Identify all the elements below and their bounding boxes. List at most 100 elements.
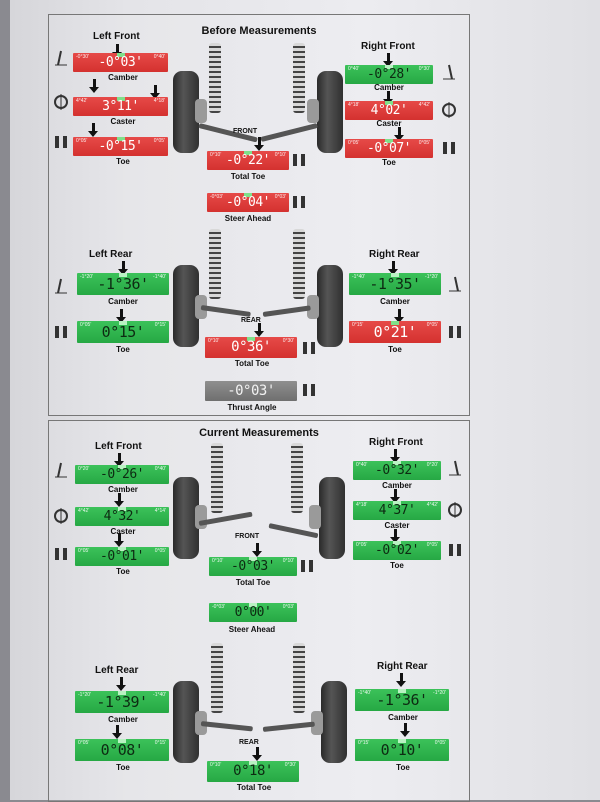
camber-icon — [53, 277, 69, 295]
right-rear-camber-gauge: -1°40'-1°20' -1°35' — [349, 273, 441, 295]
thrust-angle-label: Thrust Angle — [227, 403, 277, 412]
right-rear-control-arm — [262, 305, 311, 317]
left-front-toe-gauge: 0°05'0°05' -0°01' — [75, 547, 169, 566]
gauge-value: -0°02' — [375, 543, 419, 558]
camber-label: Camber — [108, 715, 138, 724]
total-toe-label: Total Toe — [234, 359, 270, 368]
right-front-caster-gauge: 4°18'4°42' 4°37' — [353, 501, 441, 520]
right-front-camber-gauge: 0°40'0°30' -0°28' — [345, 65, 433, 84]
left-rear-heading: Left Rear — [89, 249, 133, 260]
right-rear-wheel — [321, 681, 347, 763]
current-measurements-panel: Current Measurements Left Front 0°20'0°4… — [48, 420, 470, 802]
gauge-value: 4°02' — [370, 103, 408, 118]
camber-icon — [447, 275, 463, 293]
right-front-hub — [307, 99, 319, 123]
gauge-value: 4°32' — [103, 509, 141, 524]
gauge-value: -0°15' — [98, 139, 143, 154]
caster-icon — [53, 93, 69, 111]
right-front-toe-gauge: 0°05'0°05' -0°07' — [345, 139, 433, 158]
camber-label: Camber — [388, 713, 418, 722]
right-front-strut — [293, 43, 305, 113]
left-front-strut — [209, 43, 221, 113]
caster-label: Caster — [110, 117, 136, 126]
gauge-value: -0°03' — [231, 559, 275, 574]
gauge-value: 0°08' — [100, 741, 144, 759]
left-rear-toe-gauge: 0°05'0°15' 0°15' — [77, 321, 169, 343]
front-axle-label: FRONT — [233, 128, 258, 135]
camber-label: Camber — [380, 297, 410, 306]
right-front-hub — [309, 505, 321, 529]
caster-icon — [53, 507, 69, 525]
gauge-value: -0°03' — [98, 55, 143, 70]
left-front-wheel — [173, 477, 199, 559]
total-toe-label: Total Toe — [230, 172, 266, 181]
right-front-caster-gauge: 4°18'4°42' 4°02' — [345, 101, 433, 120]
gauge-value: -0°01' — [100, 549, 144, 564]
left-front-wheel — [173, 71, 199, 153]
caster-label: Caster — [376, 119, 402, 128]
left-front-toe-gauge: 0°05'0°05' -0°15' — [73, 137, 168, 156]
printout-paper — [10, 0, 600, 800]
toe-label: Toe — [116, 567, 130, 576]
left-front-caster-gauge: 4°42'4°14' 4°32' — [75, 507, 169, 526]
gauge-value: 0°36' — [231, 339, 271, 355]
camber-icon — [441, 63, 457, 81]
left-rear-wheel — [173, 265, 199, 347]
total-toe-icon — [291, 151, 307, 169]
gauge-value: 4°37' — [378, 503, 416, 518]
right-rear-hub — [311, 711, 323, 735]
right-front-wheel — [317, 71, 343, 153]
gauge-value: -1°36' — [376, 691, 428, 709]
right-rear-hub — [307, 295, 319, 319]
left-rear-camber-gauge: -1°20'-1°40' -1°39' — [75, 691, 169, 713]
toe-label: Toe — [396, 763, 410, 772]
left-rear-control-arm — [200, 305, 251, 317]
right-rear-camber-gauge: -1°40'-1°20' -1°36' — [355, 689, 449, 711]
left-rear-heading: Left Rear — [95, 665, 139, 676]
rear-axle-label: REAR — [241, 317, 261, 324]
front-axle-label: FRONT — [235, 533, 260, 540]
toe-icon — [53, 545, 69, 563]
steer-ahead-icon — [291, 193, 307, 211]
right-rear-wheel — [317, 265, 343, 347]
toe-icon — [447, 323, 463, 341]
right-rear-heading: Right Rear — [377, 661, 428, 672]
total-toe-label: Total Toe — [236, 783, 272, 792]
right-front-heading: Right Front — [369, 437, 423, 448]
gauge-value: 0°18' — [233, 763, 273, 779]
camber-icon — [447, 459, 463, 477]
right-rear-control-arm — [262, 721, 315, 732]
right-front-camber-gauge: 0°40'0°20' -0°32' — [353, 461, 441, 480]
gauge-value: -1°36' — [97, 275, 149, 293]
camber-label: Camber — [108, 485, 138, 494]
toe-label: Toe — [390, 561, 404, 570]
caster-icon — [441, 101, 457, 119]
right-front-toe-gauge: 0°05'0°05' -0°02' — [353, 541, 441, 560]
total-toe-icon — [301, 339, 317, 357]
caster-label: Caster — [384, 521, 410, 530]
left-rear-strut — [211, 643, 223, 713]
toe-icon — [53, 133, 69, 151]
toe-icon — [447, 541, 463, 559]
gauge-value: 0°00' — [234, 605, 272, 620]
gauge-value: -1°39' — [96, 693, 148, 711]
thrust-angle-gauge: -0°03' — [205, 381, 297, 401]
toe-label: Toe — [116, 345, 130, 354]
front-total-toe-gauge: 0°10'0°10' -0°22' — [207, 151, 289, 170]
camber-icon — [53, 461, 69, 479]
right-front-heading: Right Front — [361, 41, 415, 52]
right-front-control-arm — [260, 123, 318, 142]
gauge-value: -1°35' — [369, 275, 421, 293]
left-rear-wheel — [173, 681, 199, 763]
toe-label: Toe — [382, 158, 396, 167]
gauge-value: -0°32' — [375, 463, 419, 478]
left-rear-camber-gauge: -1°20'-1°40' -1°36' — [77, 273, 169, 295]
toe-label: Toe — [116, 763, 130, 772]
left-front-heading: Left Front — [95, 441, 142, 452]
panel-title: Before Measurements — [201, 25, 317, 37]
caster-label: Caster — [110, 527, 136, 536]
rear-total-toe-gauge: 0°10'0°30' 0°18' — [207, 761, 299, 782]
toe-icon — [441, 139, 457, 157]
left-front-camber-gauge: 0°20'0°40' -0°26' — [75, 465, 169, 484]
right-rear-toe-gauge: 0°15'0°05' 0°10' — [355, 739, 449, 761]
